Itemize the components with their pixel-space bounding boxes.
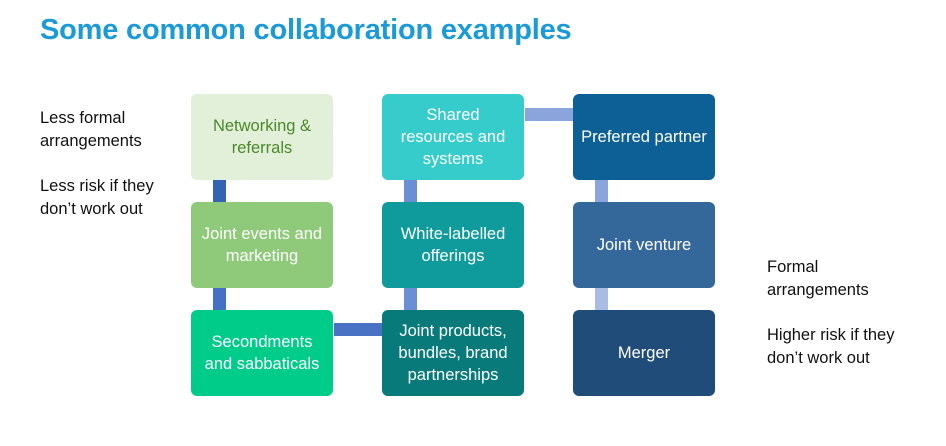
right-notes: Formal arrangements Higher risk if they … bbox=[767, 256, 907, 370]
formal-note: Formal arrangements bbox=[767, 258, 869, 299]
box-joint-products-bundles: Joint products, bundles, brand partnersh… bbox=[382, 310, 524, 396]
box-preferred-partner: Preferred partner bbox=[573, 94, 715, 180]
box-joint-venture: Joint venture bbox=[573, 202, 715, 288]
box-label: Secondments and sabbaticals bbox=[204, 333, 320, 373]
connector-white-labelled-to-shared bbox=[404, 180, 417, 202]
box-joint-events-marketing: Joint events and marketing bbox=[191, 202, 333, 288]
box-label: Merger bbox=[617, 344, 671, 362]
less-risk-note: Less risk if they don’t work out bbox=[40, 177, 154, 218]
page-title: Some common collaboration examples bbox=[40, 14, 572, 46]
less-formal-note: Less formal arrangements bbox=[40, 109, 142, 150]
connector-shared-to-preferred bbox=[525, 108, 573, 121]
box-merger: Merger bbox=[573, 310, 715, 396]
box-label: Joint venture bbox=[596, 236, 692, 254]
connector-preferred-to-joint-venture bbox=[595, 180, 608, 202]
connector-networking-to-events bbox=[213, 180, 226, 202]
box-label: White-labelled offerings bbox=[400, 225, 506, 265]
box-networking-referrals: Networking & referrals bbox=[191, 94, 333, 180]
higher-risk-note: Higher risk if they don’t work out bbox=[767, 326, 895, 367]
box-label: Joint events and marketing bbox=[201, 225, 323, 265]
connector-joint-products-to-white-labelled bbox=[404, 288, 417, 310]
box-secondments-sabbaticals: Secondments and sabbaticals bbox=[191, 310, 333, 396]
box-label: Networking & referrals bbox=[212, 117, 312, 157]
box-white-labelled-offerings: White-labelled offerings bbox=[382, 202, 524, 288]
box-label: Shared resources and systems bbox=[400, 106, 506, 168]
left-notes: Less formal arrangements Less risk if th… bbox=[40, 107, 170, 221]
connector-events-to-secondments bbox=[213, 288, 226, 310]
box-label: Preferred partner bbox=[581, 128, 707, 146]
connector-secondments-to-joint-products bbox=[334, 323, 382, 336]
connector-joint-venture-to-merger bbox=[595, 288, 608, 310]
box-shared-resources-systems: Shared resources and systems bbox=[382, 94, 524, 180]
box-label: Joint products, bundles, brand partnersh… bbox=[398, 322, 508, 384]
